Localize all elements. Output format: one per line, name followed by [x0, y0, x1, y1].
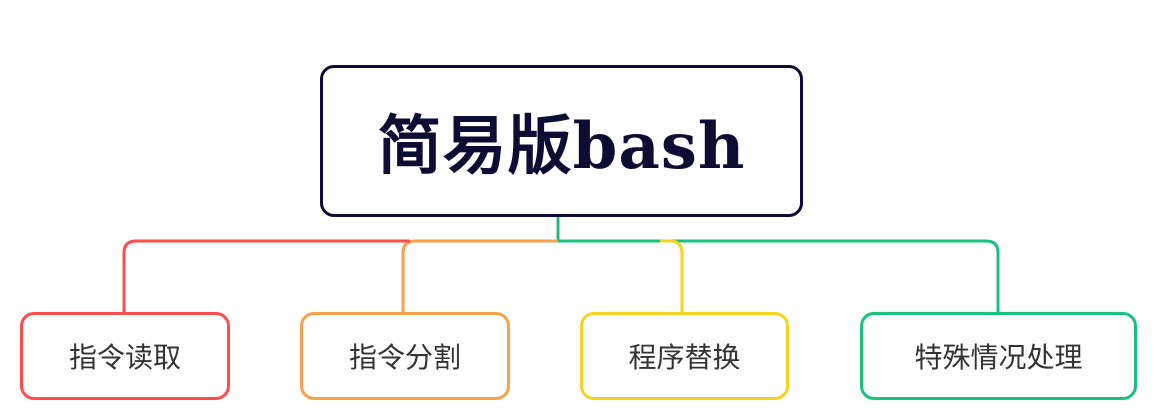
child-node-command-read[interactable]: 指令读取 [20, 312, 230, 400]
child-node-label: 程序替换 [628, 341, 741, 374]
root-node[interactable]: 简易版bash [320, 65, 803, 217]
connector-green [556, 217, 1000, 312]
child-node-command-split[interactable]: 指令分割 [300, 312, 510, 400]
child-node-label: 指令分割 [348, 341, 461, 374]
connector-red [122, 239, 410, 312]
child-node-label: 特殊情况处理 [914, 341, 1083, 374]
child-node-program-replace[interactable]: 程序替换 [580, 312, 789, 400]
connector-orange [401, 239, 558, 312]
child-node-label: 指令读取 [68, 341, 181, 374]
child-node-special-cases[interactable]: 特殊情况处理 [860, 312, 1137, 400]
connector-yellow [660, 239, 684, 312]
root-node-label: 简易版bash [377, 109, 746, 184]
